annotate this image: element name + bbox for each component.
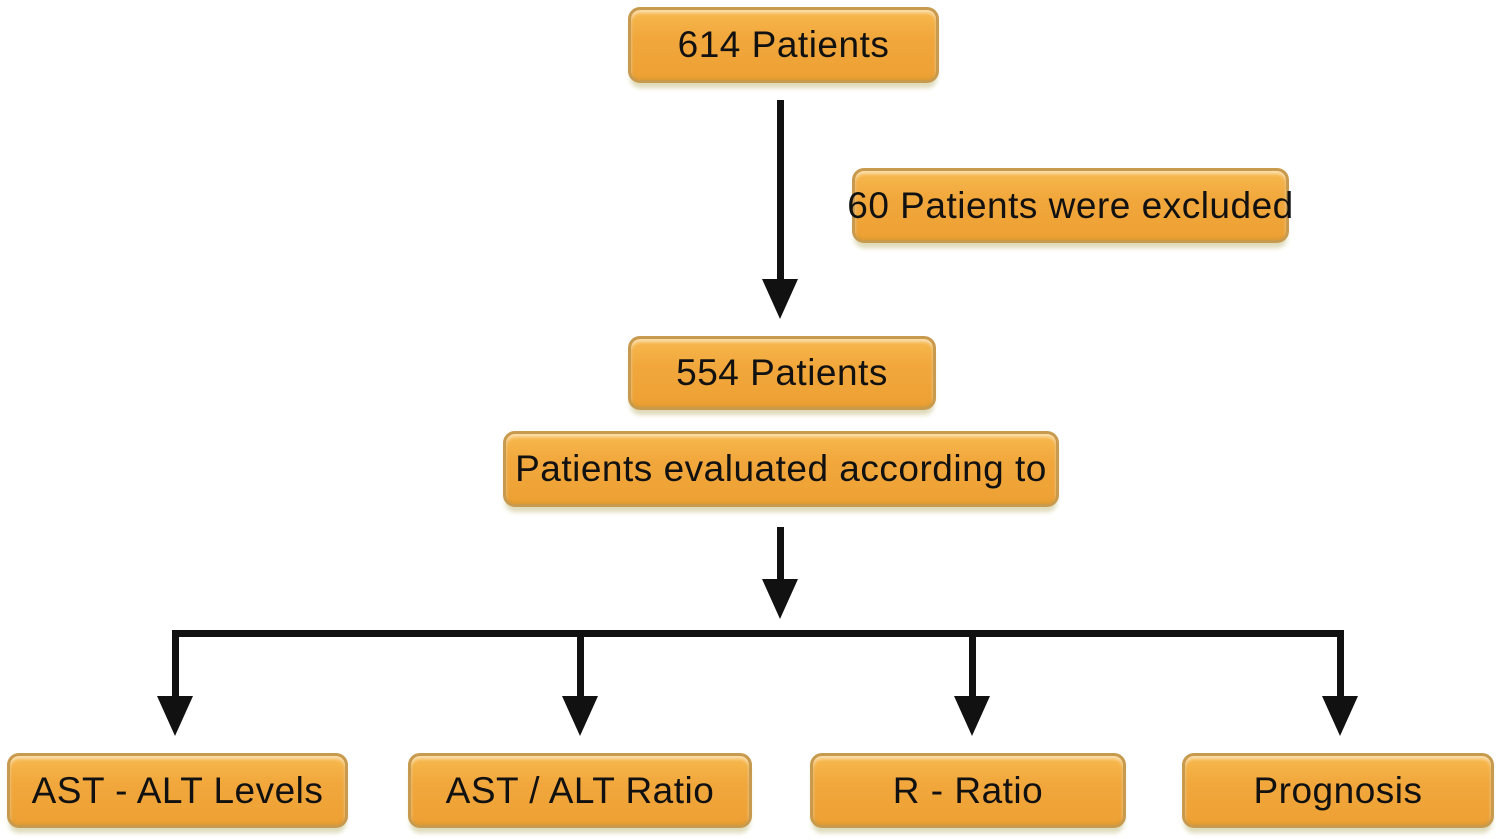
node-614-patients-label: 614 Patients	[677, 24, 890, 65]
node-554-patients: 554 Patients	[628, 336, 936, 410]
arrow-branch-ast-alt-levels-line	[172, 630, 179, 697]
arrow-evaluated-to-branch-head-icon	[762, 579, 798, 619]
branch-bar-line	[172, 630, 1344, 637]
arrow-branch-ast-alt-ratio-head-icon	[562, 696, 598, 736]
arrow-branch-r-ratio-line	[969, 630, 976, 697]
node-ast-alt-levels-label: AST - ALT Levels	[31, 769, 324, 811]
node-prognosis-label: Prognosis	[1253, 769, 1423, 811]
node-patients-evaluated: Patients evaluated according to	[503, 431, 1059, 507]
node-ast-alt-levels: AST - ALT Levels	[7, 753, 348, 828]
arrow-evaluated-to-branch-line	[777, 527, 784, 580]
node-prognosis: Prognosis	[1182, 753, 1494, 828]
arrow-branch-ast-alt-levels-head-icon	[157, 696, 193, 736]
node-patients-evaluated-label: Patients evaluated according to	[515, 448, 1047, 489]
node-60-patients-excluded-label: 60 Patients were excluded	[847, 184, 1294, 226]
arrow-branch-prognosis-head-icon	[1322, 696, 1358, 736]
arrow-branch-prognosis-line	[1337, 630, 1344, 697]
arrow-branch-ast-alt-ratio-line	[577, 630, 584, 697]
node-ast-alt-ratio-label: AST / ALT Ratio	[445, 769, 715, 811]
arrow-branch-r-ratio-head-icon	[954, 696, 990, 736]
arrow-614-to-554-head-icon	[762, 279, 798, 319]
node-554-patients-label: 554 Patients	[676, 352, 888, 393]
node-614-patients: 614 Patients	[628, 7, 939, 83]
node-r-ratio-label: R - Ratio	[892, 769, 1044, 811]
node-60-patients-excluded: 60 Patients were excluded	[847, 168, 1293, 243]
node-r-ratio: R - Ratio	[810, 753, 1126, 828]
node-ast-alt-ratio: AST / ALT Ratio	[408, 753, 752, 828]
arrow-614-to-554-line	[777, 100, 784, 280]
